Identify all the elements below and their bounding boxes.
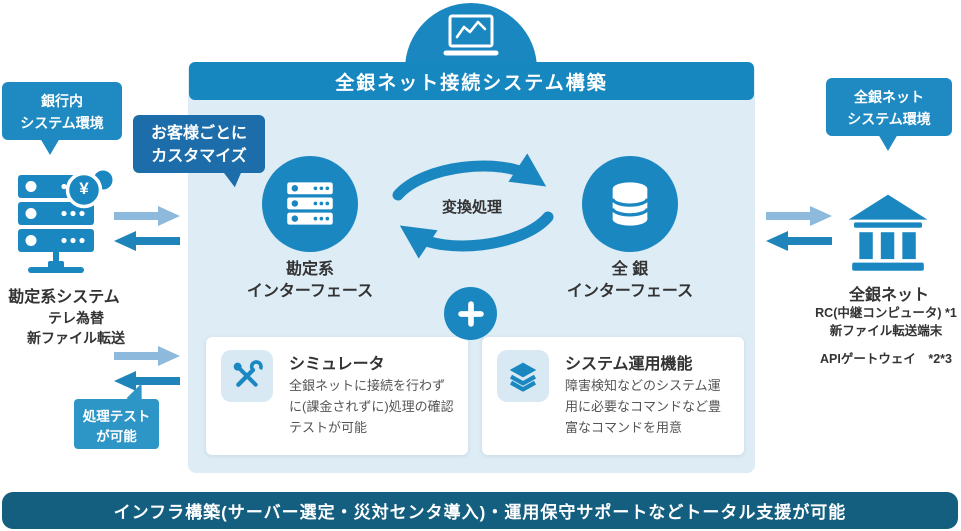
- bank-env-bubble: 銀行内 システム環境: [2, 82, 122, 155]
- left-arrow-left-2: [112, 371, 182, 396]
- simulator-card: シミュレータ 全銀ネットに接続を行わずに(課金されずに)処理の確認テストが可能: [206, 337, 468, 455]
- customize-callout: お客様ごとに カスタマイズ: [133, 115, 265, 173]
- zengin-env-bubble-line2: システム環境: [847, 110, 931, 127]
- zengin-interface-circle: [582, 156, 678, 252]
- zengin-env-bubble-line1: 全銀ネット: [854, 89, 924, 105]
- bank-icon: [845, 192, 931, 281]
- new-file-transfer-label: 新ファイル転送: [27, 330, 125, 347]
- footer-banner: インフラ構築(サーバー選定・災対センタ導入)・運用保守サポートなどトータル支援が…: [2, 492, 958, 529]
- simulator-card-body: 全銀ネットに接続を行わずに(課金されずに)処理の確認テストが可能: [289, 378, 454, 435]
- core-interface-label: 勘定系 インターフェース: [230, 259, 390, 302]
- core-banking-label: 勘定系システム: [8, 289, 120, 306]
- conversion-label: 変換処理: [441, 199, 502, 216]
- left-arrow-right-1: [112, 206, 182, 231]
- processing-test-note-line1: 処理テスト: [82, 409, 151, 424]
- zengin-interface-label: 全 銀 インターフェース: [550, 259, 710, 302]
- core-interface-label-line1: 勘定系: [285, 261, 334, 278]
- core-interface-label-line2: インターフェース: [246, 282, 374, 300]
- zengin-env-bubble: 全銀ネット システム環境: [826, 78, 952, 151]
- footer-banner-text: インフラ構築(サーバー選定・災対センタ導入)・運用保守サポートなどトータル支援が…: [113, 503, 847, 522]
- system-operation-card: システム運用機能 障害検知などのシステム運用に必要なコマンドなど豊富なコマンドを…: [482, 337, 744, 455]
- plus-icon: [444, 287, 497, 340]
- bank-env-bubble-line2: システム環境: [20, 114, 104, 131]
- core-banking-server-icon: [12, 167, 120, 293]
- tools-icon: [221, 350, 273, 402]
- rc-note: RC(中継コンピュータ) *1: [815, 306, 957, 320]
- panel-header: 全銀ネット接続システム構築: [189, 62, 754, 100]
- api-gateway-note: APIゲートウェイ *2*3: [820, 352, 952, 366]
- yen-badge: ¥: [79, 179, 89, 198]
- system-operation-card-title: システム運用機能: [565, 356, 693, 373]
- left-channel-labels: テレ為替 新ファイル転送: [18, 308, 134, 349]
- layers-icon: [497, 350, 549, 402]
- simulator-card-title: シミュレータ: [289, 356, 385, 373]
- file-terminal-note: 新ファイル転送端末: [829, 324, 943, 339]
- zengin-net-label: 全銀ネット: [848, 287, 929, 304]
- conversion-cycle-icon: [384, 149, 562, 268]
- processing-test-note: 処理テスト が可能: [74, 399, 159, 449]
- database-icon: [611, 182, 649, 226]
- zengin-interface-label-line2: インターフェース: [566, 282, 694, 300]
- bank-env-bubble-line1: 銀行内: [41, 93, 83, 109]
- zengin-notes: RC(中継コンピュータ) *1 新ファイル転送端末: [796, 304, 961, 340]
- server-icon: [287, 182, 333, 225]
- customize-callout-line1: お客様ごとに: [150, 125, 247, 142]
- core-interface-circle: [262, 156, 358, 252]
- customize-callout-line2: カスタマイズ: [151, 148, 247, 166]
- left-arrow-right-2: [112, 346, 182, 371]
- right-arrow-right: [764, 206, 834, 231]
- panel-title: 全銀ネット接続システム構築: [335, 72, 608, 94]
- left-arrow-left-1: [112, 231, 182, 256]
- chart-laptop-icon: [441, 13, 501, 64]
- zengin-interface-label-line1: 全 銀: [611, 261, 649, 278]
- system-operation-card-body: 障害検知などのシステム運用に必要なコマンドなど豊富なコマンドを用意: [565, 378, 722, 435]
- right-arrow-left: [764, 231, 834, 256]
- processing-test-note-line2: が可能: [96, 428, 137, 444]
- telegraphic-transfer-label: テレ為替: [48, 310, 104, 326]
